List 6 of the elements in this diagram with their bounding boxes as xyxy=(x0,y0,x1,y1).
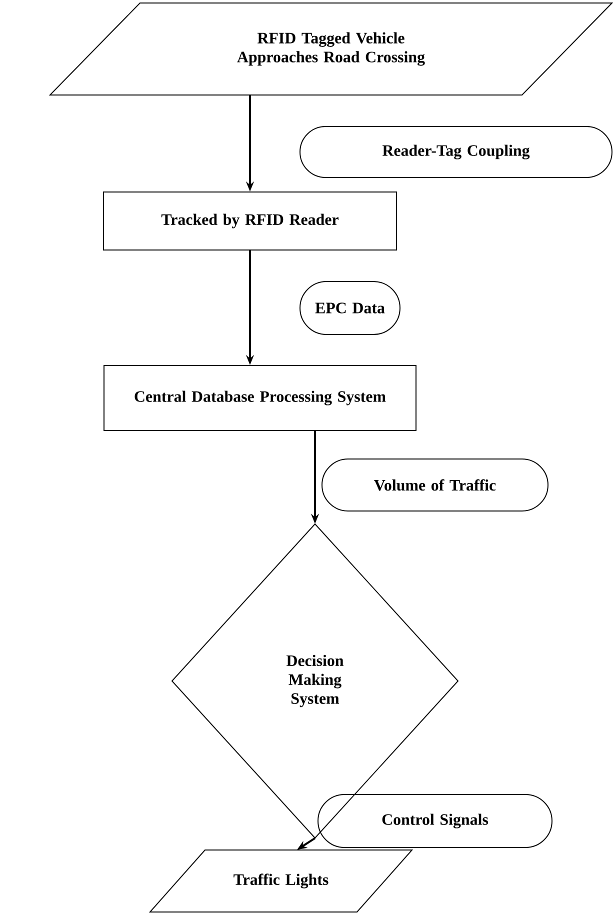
terminal-box: Volume of Traffic xyxy=(322,458,548,512)
process-box: Central Database Processing System xyxy=(104,365,416,431)
terminal-box: Control Signals xyxy=(318,794,552,848)
terminal-box: Reader-Tag Coupling xyxy=(300,126,612,178)
terminal-box: EPC Data xyxy=(300,281,400,335)
process-box: Tracked by RFID Reader xyxy=(103,192,397,250)
